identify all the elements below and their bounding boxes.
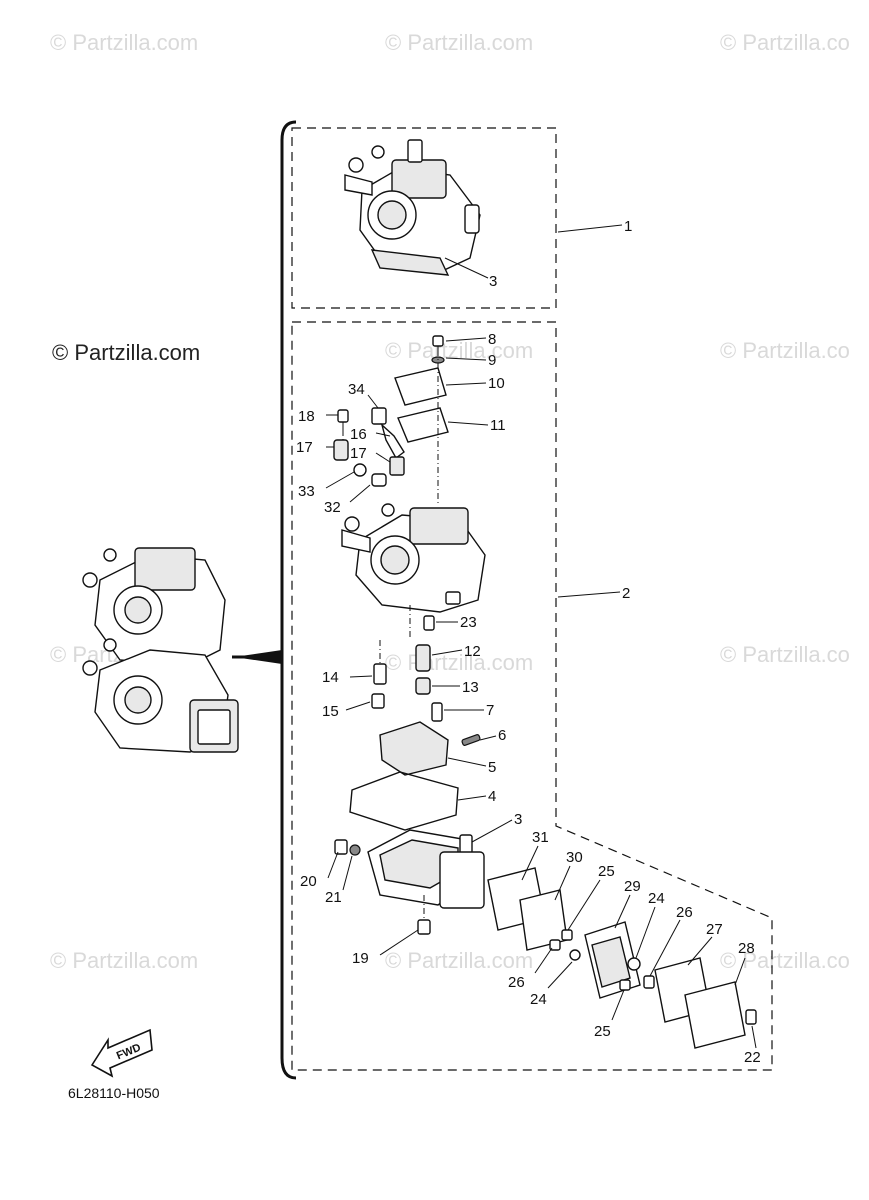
- cover-28-icon: [684, 981, 746, 1049]
- jet-13-icon: [415, 677, 431, 695]
- callout-23: 23: [460, 614, 477, 631]
- jet-15-icon: [371, 693, 385, 709]
- screw-26b-icon: [549, 939, 561, 951]
- float-5-icon: [379, 721, 449, 776]
- callout-2: 2: [622, 585, 630, 602]
- callout-32: 32: [324, 499, 341, 516]
- callout-15: 15: [322, 703, 339, 720]
- plug-32-icon: [371, 473, 387, 487]
- carburetor-body-icon: [341, 503, 486, 613]
- ring-33-icon: [353, 463, 367, 477]
- watermark: © Partzilla.co: [720, 642, 850, 667]
- watermark: © Partzilla.com: [50, 30, 198, 55]
- screw-8-icon: [432, 335, 444, 352]
- watermark: © Partzilla.com: [50, 948, 198, 973]
- callout-21: 21: [325, 889, 342, 906]
- pump-body-29-icon: [584, 921, 641, 999]
- callout-30: 30: [566, 849, 583, 866]
- callout-1: 1: [624, 218, 632, 235]
- callout-31: 31: [532, 829, 549, 846]
- callout-25: 25: [594, 1023, 611, 1040]
- watermark: © Partzilla.com: [385, 650, 533, 675]
- callout-22: 22: [744, 1049, 761, 1066]
- watermark: © Partzilla.co: [720, 30, 850, 55]
- assembly-box-1: [291, 127, 557, 309]
- float-bowl-3-icon: [367, 829, 485, 909]
- callout-13: 13: [462, 679, 479, 696]
- callout-7: 7: [486, 702, 494, 719]
- assembly-box-2: [291, 321, 773, 1071]
- watermark: © Partzilla.com: [385, 338, 533, 363]
- needle-7-icon: [431, 702, 443, 722]
- callout-11: 11: [490, 417, 506, 434]
- screw-23-icon: [423, 615, 435, 631]
- callout-24: 24: [530, 991, 547, 1008]
- spring-17b-icon: [389, 456, 405, 476]
- callout-18: 18: [298, 408, 315, 425]
- callout-10: 10: [488, 375, 505, 392]
- o-ring-24a-icon: [627, 957, 641, 971]
- carburetor-complete-icon: [344, 139, 481, 276]
- callout-17: 17: [350, 445, 367, 462]
- screw-26a-icon: [643, 975, 655, 989]
- diagram-code: 6L28110-H050: [68, 1085, 160, 1101]
- watermark: © Partzilla.com: [385, 30, 533, 55]
- callout-3-bowl: 3: [514, 811, 522, 828]
- pin-6-icon: [461, 734, 481, 746]
- o-ring-24b-icon: [569, 949, 581, 961]
- callout-19: 19: [352, 950, 369, 967]
- callout-20: 20: [300, 873, 317, 890]
- callout-5: 5: [488, 759, 496, 776]
- callout-25: 25: [598, 863, 615, 880]
- valve-25b-icon: [619, 979, 631, 991]
- callout-26: 26: [676, 904, 693, 921]
- watermark: © Partzilla.co: [720, 948, 850, 973]
- callout-28: 28: [738, 940, 755, 957]
- screw-22-icon: [745, 1009, 757, 1025]
- needle-valve-16-icon: [380, 422, 405, 460]
- main-nozzle-12-icon: [415, 644, 431, 672]
- washer-21-icon: [349, 844, 361, 856]
- callout-9: 9: [488, 352, 496, 369]
- valve-25a-icon: [561, 929, 573, 941]
- screw-18-icon: [337, 409, 349, 423]
- fwd-arrow-icon: FWD: [90, 1028, 153, 1078]
- callout-14: 14: [322, 669, 339, 686]
- watermark: © Partzilla.co: [720, 338, 850, 363]
- spring-17a-icon: [333, 439, 349, 461]
- callout-24: 24: [648, 890, 665, 907]
- callout-8: 8: [488, 331, 496, 348]
- callout-33: 33: [298, 483, 315, 500]
- callout-12: 12: [464, 643, 481, 660]
- gasket-11-icon: [397, 407, 449, 443]
- cover-10-icon: [394, 367, 447, 406]
- callout-17: 17: [296, 439, 313, 456]
- drain-screw-19-icon: [417, 919, 431, 935]
- callout-26: 26: [508, 974, 525, 991]
- callout-16: 16: [350, 426, 367, 443]
- assembly-bracket: [280, 120, 297, 1080]
- twin-carburetor-stack-icon: [82, 547, 239, 753]
- callout-4: 4: [488, 788, 496, 805]
- callout-6: 6: [498, 727, 506, 744]
- callout-29: 29: [624, 878, 641, 895]
- watermark: © Partzilla.com: [52, 340, 200, 365]
- screw-20-icon: [334, 839, 348, 855]
- watermark: © Partzilla.com: [385, 948, 533, 973]
- jet-34-icon: [371, 407, 387, 425]
- jet-14-icon: [373, 663, 387, 685]
- gasket-4-icon: [349, 771, 459, 831]
- callout-34: 34: [348, 381, 365, 398]
- callout-3: 3: [489, 273, 497, 290]
- callout-27: 27: [706, 921, 723, 938]
